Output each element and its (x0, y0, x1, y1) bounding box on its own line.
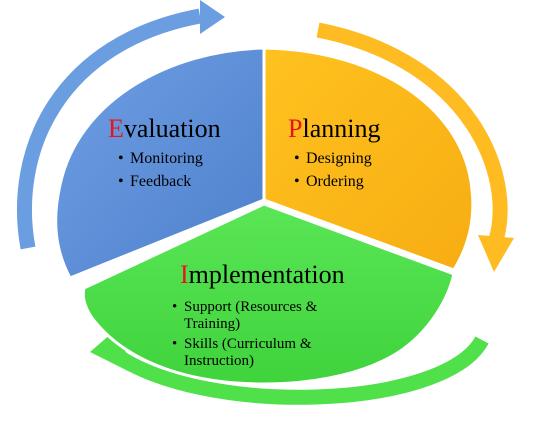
evaluation-item-feedback: Feedback (130, 173, 191, 190)
implementation-item-skills-cont: Instruction) (184, 353, 254, 369)
evaluation-title-rest: valuation (124, 114, 221, 143)
planning-initial: P (288, 114, 302, 143)
planning-bullet-1: • (294, 150, 300, 167)
planning-item-ordering: Ordering (306, 173, 364, 190)
implementation-item-skills: Skills (Curriculum & (184, 336, 312, 352)
curved-arrow-down-icon (316, 22, 514, 272)
implementation-bullet-2: • (172, 336, 177, 352)
evaluation-segment (54, 46, 266, 280)
evaluation-item-monitoring: Monitoring (130, 150, 203, 167)
implementation-segment (81, 202, 456, 386)
curved-arrow-clockwise-icon (17, 0, 225, 250)
implementation-bullet-1: • (172, 299, 177, 315)
planning-item-designing: Designing (306, 150, 372, 167)
planning-title-rest: lanning (302, 114, 380, 143)
evaluation-bullet-2: • (118, 173, 124, 190)
planning-title: Planning (288, 114, 380, 143)
implementation-item-support-cont: Training) (184, 316, 240, 332)
implementation-title-rest: mplementation (189, 260, 345, 289)
planning-segment (262, 46, 475, 272)
evaluation-initial: E (108, 114, 124, 143)
implementation-title: Implementation (180, 260, 345, 289)
implementation-item-support: Support (Resources & (184, 299, 318, 315)
evaluation-title: Evaluation (108, 114, 221, 143)
implementation-initial: I (180, 260, 189, 289)
planning-bullet-2: • (294, 173, 300, 190)
evaluation-bullet-1: • (118, 150, 124, 167)
